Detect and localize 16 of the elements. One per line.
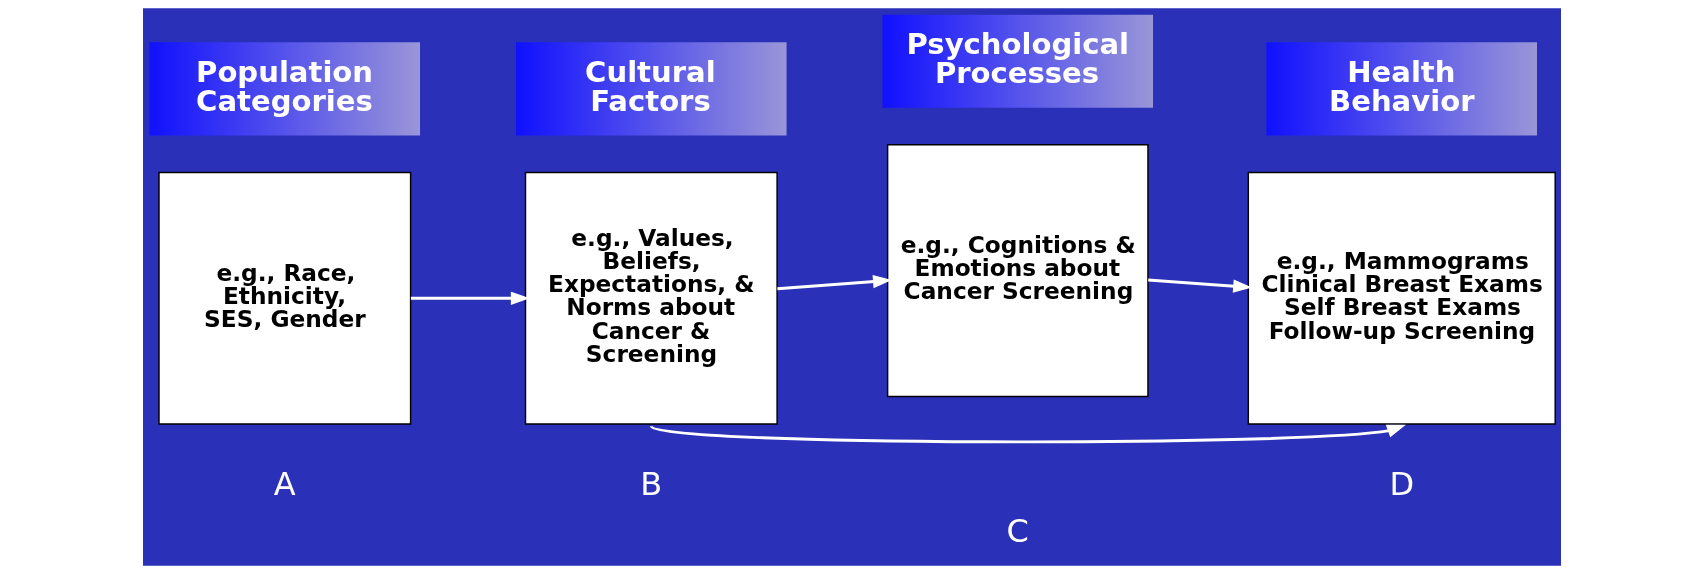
label: B: [639, 465, 662, 504]
node-box: Health Behavior: [1264, 40, 1538, 137]
node-box: Population Categories: [147, 40, 421, 137]
label: C: [1006, 512, 1029, 551]
node-box: e.g., Values, Beliefs, Expectations, & Norms about Cancer & Screening: [524, 171, 778, 425]
node-box: Cultural Factors: [514, 40, 788, 137]
label: A: [273, 465, 296, 504]
arrow: [650, 424, 1406, 444]
node-box: e.g., Mammograms Clinical Breast Exams Self Breast Exams Follow-up Screening: [1247, 171, 1556, 425]
label: D: [1388, 465, 1414, 504]
arrow: [410, 291, 530, 305]
node-box: Psychological Processes: [880, 13, 1154, 110]
arrow: [776, 274, 892, 291]
node-box: e.g., Race, Ethnicity, SES, Gender: [157, 171, 411, 425]
node-box: e.g., Cognitions & Emotions about Cancer Screening: [886, 144, 1149, 398]
arrow: [1147, 278, 1252, 293]
